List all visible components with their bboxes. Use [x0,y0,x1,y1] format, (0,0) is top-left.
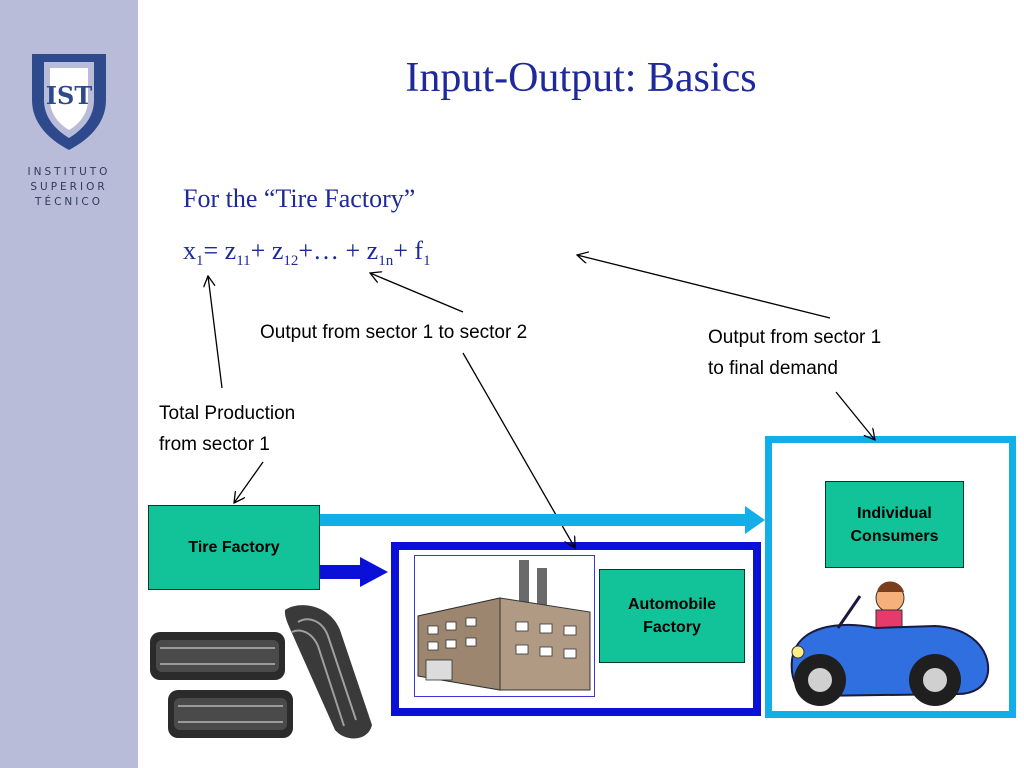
slide-title: Input-Output: Basics [405,55,757,101]
block-arrow-to-consumers [320,506,765,534]
label-sector1-to-sector2: Output from sector 1 to sector 2 [260,322,528,343]
individual-consumers-box: Individual Consumers [825,481,964,568]
svg-text:IST: IST [46,81,93,110]
factory-picture-frame [414,555,595,697]
label-final-demand: Output from sector 1 to final demand [708,327,882,379]
arrow-to-tire-factory [234,461,264,503]
consumers-frame [765,436,1016,718]
label-total-production: Total Production from sector 1 [159,403,296,455]
automobile-frame [391,542,761,716]
arrow-to-f1 [577,255,831,319]
automobile-factory-box: Automobile Factory [599,569,745,663]
logo-line-2: SUPERIOR [30,181,108,193]
arrow-to-consumers-frame [835,391,875,440]
logo-line-1: INSTITUTO [27,166,111,178]
arrow-to-x1 [208,276,223,389]
ist-shield-logo-icon: IST [32,54,106,150]
tires-icon [150,605,372,739]
car-with-driver-icon [790,581,990,706]
equation: x1= z11+ z12+… + z1n+ f1 [183,236,431,269]
logo-line-3: TÉCNICO [35,196,103,208]
block-arrow-to-automobile [320,557,388,587]
factory-building-icon [417,560,591,691]
sidebar: IST INSTITUTO SUPERIOR TÉCNICO [0,0,138,768]
arrow-to-z12 [370,273,464,313]
tire-factory-box: Tire Factory [148,505,320,590]
subtitle: For the “Tire Factory” [183,184,416,213]
